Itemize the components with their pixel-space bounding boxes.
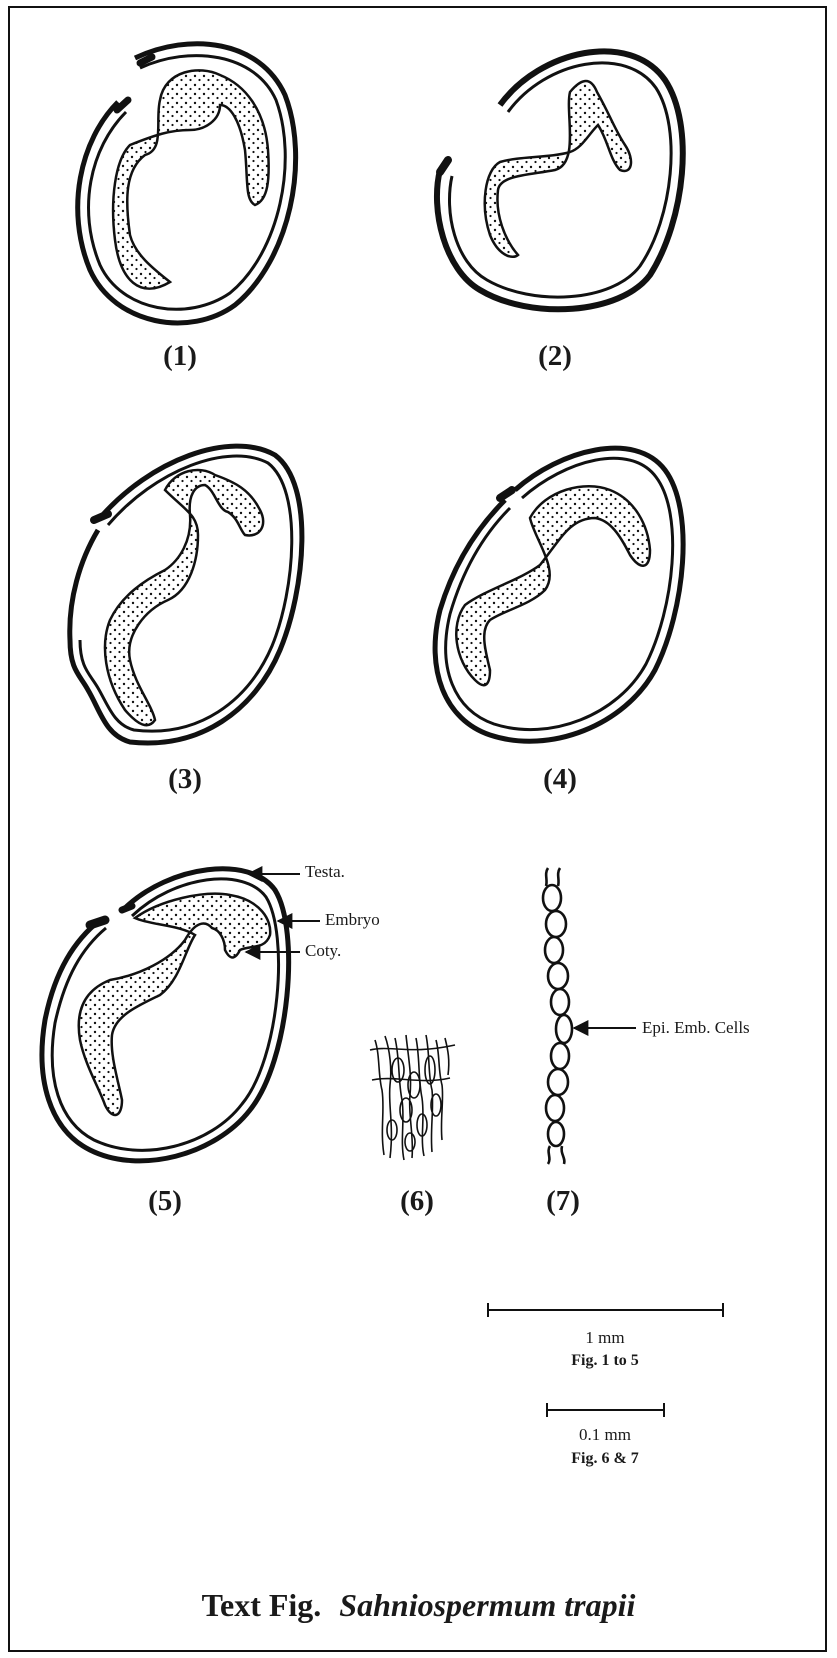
callout-arrow-epi — [568, 1020, 638, 1036]
cell-chain-7 — [530, 866, 590, 1166]
figure-title: Text Fig. Sahniospermum trapii — [0, 1587, 837, 1624]
seed-section-3 — [50, 430, 320, 760]
scale-caption-1: Fig. 1 to 5 — [520, 1352, 690, 1370]
figure-label-2: (2) — [520, 340, 590, 373]
figure-label-6: (6) — [382, 1185, 452, 1218]
figure-title-prefix: Text Fig. — [202, 1587, 322, 1623]
callout-testa: Testa. — [305, 862, 345, 882]
seed-section-2 — [430, 30, 690, 320]
seed-section-1 — [40, 20, 310, 330]
tissue-section-6 — [370, 1030, 460, 1170]
callout-coty: Coty. — [305, 941, 341, 961]
figure-title-species: Sahniospermum trapii — [339, 1587, 635, 1623]
figure-label-3: (3) — [150, 763, 220, 796]
seed-section-4 — [420, 430, 690, 760]
figure-label-7: (7) — [528, 1185, 598, 1218]
callout-arrows — [240, 855, 570, 975]
scale-bar-1mm — [485, 1300, 730, 1320]
scale-caption-2: Fig. 6 & 7 — [520, 1450, 690, 1468]
scale-value-2: 0.1 mm — [520, 1425, 690, 1445]
figure-label-5: (5) — [130, 1185, 200, 1218]
figure-label-1: (1) — [145, 340, 215, 373]
figure-label-4: (4) — [525, 763, 595, 796]
scale-value-1: 1 mm — [520, 1328, 690, 1348]
callout-embryo: Embryo — [325, 910, 380, 930]
scale-bar-0-1mm — [544, 1400, 669, 1420]
callout-epi-emb-cells: Epi. Emb. Cells — [642, 1018, 750, 1038]
